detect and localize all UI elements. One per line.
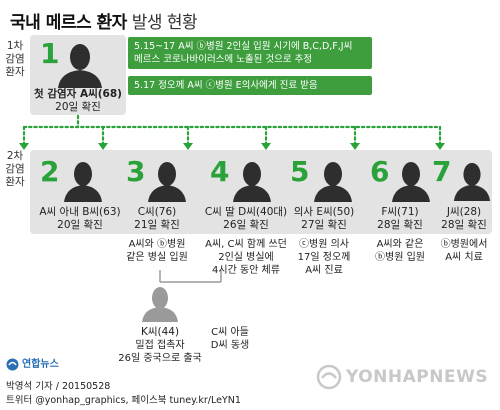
- patient-number: 5: [290, 155, 310, 188]
- patient-note: ⓑ병원에서 A씨 치료: [436, 238, 492, 264]
- patient-note-line: A씨 치료: [445, 252, 483, 263]
- person-silhouette-icon: [148, 162, 186, 202]
- row-label-line: 2차: [6, 150, 24, 162]
- patient-number: 7: [432, 155, 452, 188]
- treatment-note-box: 5.17 정오께 A씨 ⓒ병원 E의사에게 진료 받음: [128, 76, 372, 95]
- person-silhouette-icon: [142, 287, 178, 322]
- contact-relation: C씨 아들 D씨 동생: [200, 326, 260, 352]
- contact-detail: 밀접 접촉자 26일 중국으로 출국: [104, 339, 216, 365]
- person-silhouette-icon: [233, 162, 271, 202]
- patient-date: 28일 확진: [441, 219, 487, 231]
- patient-note: A씨와 ⓑ병원 같은 병실 입원: [117, 238, 197, 264]
- contact-detail-line: 밀접 접촉자: [135, 340, 185, 351]
- row-label-line: 환자: [5, 66, 25, 78]
- patient-name: 의사 E씨(50): [293, 206, 355, 218]
- first-patient-name-text: 첫 감염자 A씨(68): [34, 88, 122, 100]
- patient-note: A씨, C씨 함께 쓰던 2인실 병실에 4시간 동안 체류: [191, 238, 301, 277]
- patient-note-line: A씨 진료: [305, 265, 343, 276]
- person-silhouette-icon: [392, 162, 430, 202]
- person-silhouette-icon: [314, 162, 352, 202]
- patient-date: 21일 확진: [134, 219, 180, 231]
- patient-number: 4: [210, 155, 230, 188]
- exposure-note-line: 메르스 코로나바이러스에 노출된 것으로 추정: [134, 54, 313, 65]
- contact-detail-line: 26일 중국으로 출국: [118, 353, 202, 364]
- footer-sns: 트위터 @yonhap_graphics, 페이스북 tuney.kr/LeYN…: [6, 395, 241, 406]
- patient-date: 26일 확진: [223, 219, 269, 231]
- row-label-second: 2차 감염 환자: [2, 150, 28, 189]
- patient-note-line: ⓑ병원 입원: [375, 252, 425, 263]
- patient-note-line: ⓑ병원에서: [440, 239, 488, 250]
- yonhap-logo-icon: [6, 358, 19, 371]
- first-patient-date: 20일 확진: [55, 101, 101, 113]
- person-silhouette-icon: [64, 162, 102, 202]
- patient-note-line: 같은 병실 입원: [126, 252, 188, 263]
- patient-name: C씨 딸 D씨(40대): [204, 206, 288, 218]
- row-label-line: 1차: [6, 40, 24, 52]
- title-main: 국내 메르스 환자: [10, 13, 127, 33]
- exposure-note-box: 5.15~17 A씨 ⓑ병원 2인실 입원 시기에 B,C,D,F,J씨 메르스…: [128, 37, 372, 69]
- watermark-text: YONHAPNEWS: [346, 367, 489, 387]
- patient-date: 27일 확진: [301, 219, 347, 231]
- patient-name: C씨(76): [137, 206, 177, 218]
- patient-name: F씨(71): [381, 206, 419, 218]
- patient-date: 28일 확진: [377, 219, 423, 231]
- patient-note: ⓒ병원 의사 17일 정오께 A씨 진료: [284, 238, 364, 277]
- patient-note-line: A씨와 ⓑ병원: [128, 239, 186, 250]
- patient-note-line: 2인실 병실에: [218, 252, 274, 263]
- footer-author: 박영석 기자 / 20150528: [6, 381, 111, 392]
- watermark-logo-icon: [316, 364, 342, 390]
- treatment-note-line: 5.17 정오께 A씨 ⓒ병원 E의사에게 진료 받음: [134, 80, 318, 91]
- row-label-line: 감염: [5, 53, 25, 65]
- patient-note-line: ⓒ병원 의사: [299, 239, 349, 250]
- patient-number: 2: [40, 155, 60, 188]
- first-patient-number: 1: [40, 37, 60, 70]
- patient-note-line: A씨, C씨 함께 쓰던: [205, 239, 287, 250]
- patient-note: A씨와 같은 ⓑ병원 입원: [365, 238, 435, 264]
- row-label-line: 감염: [5, 163, 25, 175]
- patient-date: 20일 확진: [57, 219, 103, 231]
- contact-relation-line: C씨 아들: [211, 327, 249, 338]
- title-sub: 발생 현황: [126, 13, 198, 33]
- first-patient-name: 첫 감염자 A씨(68): [30, 88, 126, 101]
- patient-number: 6: [370, 155, 390, 188]
- contact-relation-line: D씨 동생: [210, 340, 250, 351]
- row-label-line: 환자: [5, 176, 25, 188]
- patient-name: J씨(28): [446, 206, 482, 218]
- patient-number: 3: [126, 155, 146, 188]
- person-silhouette-icon: [58, 44, 102, 88]
- yonhap-logo: 연합뉴스: [6, 357, 82, 373]
- patient-note-line: 17일 정오께: [297, 252, 351, 263]
- contact-name: K씨(44): [140, 326, 180, 338]
- exposure-note-line: 5.15~17 A씨 ⓑ병원 2인실 입원 시기에 B,C,D,F,J씨: [134, 41, 353, 52]
- page-title: 국내 메르스 환자 발생 현황: [10, 8, 198, 33]
- patient-note-line: 4시간 동안 체류: [212, 265, 280, 276]
- yonhap-logo-text: 연합뉴스: [22, 359, 59, 370]
- patient-name: A씨 아내 B씨(63): [39, 206, 121, 218]
- person-silhouette-icon: [453, 162, 491, 201]
- patient-note-line: A씨와 같은: [376, 239, 424, 250]
- row-label-first: 1차 감염 환자: [2, 40, 28, 79]
